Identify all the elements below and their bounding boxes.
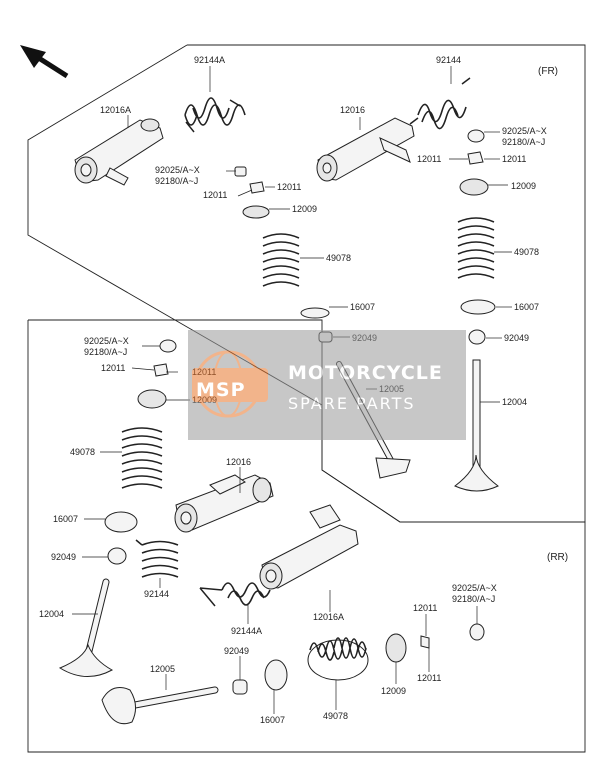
label-16007-rear-left: 16007: [53, 514, 78, 524]
label-49078-rear-bottom: 49078: [323, 711, 348, 721]
label-92049-front-right: 92049: [504, 333, 529, 343]
section-label-front: (FR): [538, 66, 558, 77]
label-92049-rear-bottom: 92049: [224, 646, 249, 656]
label-12016-rear: 12016: [226, 457, 251, 467]
washer-16007-front-right: [460, 299, 496, 315]
adjuster-12011-front-left: [249, 181, 265, 194]
label-49078-front-right: 49078: [514, 247, 539, 257]
valve-spring-49078-rear-bottom: [307, 637, 369, 681]
retainer-12009-rear-left: [137, 389, 167, 409]
label-92180-rear-bottom: 92180/A~J: [452, 594, 495, 604]
valve-12005-rear: [101, 686, 219, 725]
label-92144-front: 92144: [436, 55, 461, 65]
label-92025-rear-left: 92025/A~X: [84, 336, 129, 346]
washer-16007-rear-bottom: [264, 659, 288, 691]
shim-92025-front-right: [467, 129, 485, 143]
valve-12004-front: [454, 359, 499, 492]
section-label-rear: (RR): [547, 552, 568, 563]
retainer-12009-front-left: [242, 205, 270, 219]
label-92144-rear: 92144: [144, 589, 169, 599]
adjuster-12011-rear-left: [153, 363, 169, 377]
label-92180-front-left: 92180/A~J: [155, 176, 198, 186]
label-49078-rear-left: 49078: [70, 447, 95, 457]
label-12004-rear: 12004: [39, 609, 64, 619]
washer-16007-rear-left: [104, 511, 138, 533]
label-12009-rear-bottom: 12009: [381, 686, 406, 696]
shim-92025-rear-left: [159, 339, 177, 353]
label-12009-front-right: 12009: [511, 181, 536, 191]
label-16007-front-left: 16007: [350, 302, 375, 312]
oil-seal-92049-rear-bottom: [232, 679, 248, 695]
label-92144A-rear: 92144A: [231, 626, 262, 636]
spring-92144-front: [409, 77, 471, 130]
label-92025-rear-bottom: 92025/A~X: [452, 583, 497, 593]
label-16007-rear-bottom: 16007: [260, 715, 285, 725]
label-12016A-front: 12016A: [100, 105, 131, 115]
label-92180-front-right: 92180/A~J: [502, 137, 545, 147]
spring-92144A-front: [184, 97, 246, 133]
shim-92025-rear-bottom: [469, 623, 485, 641]
retainer-12009-rear-bottom: [385, 633, 407, 663]
label-92180-rear-left: 92180/A~J: [84, 347, 127, 357]
label-12011-rear-bottom-a: 12011: [413, 603, 437, 613]
label-92025-front-left: 92025/A~X: [155, 165, 200, 175]
valve-spring-49078-rear-left: [121, 427, 163, 489]
watermark-line1: MOTORCYCLE: [288, 362, 443, 384]
rocker-arm-12016A-rear: [259, 504, 359, 590]
label-49078-front-left: 49078: [326, 253, 351, 263]
watermark: MSP MOTORCYCLE SPARE PARTS: [188, 330, 466, 440]
label-92049-rear-left: 92049: [51, 552, 76, 562]
rocker-arm-12016-front: [316, 117, 415, 182]
label-12011-rear-left-a: 12011: [101, 363, 125, 373]
label-12011-front-left-a: 12011: [203, 190, 227, 200]
adjuster-12011-rear-bottom: [420, 635, 430, 649]
watermark-logo-text: MSP: [196, 379, 246, 401]
oil-seal-92049-front-right: [468, 329, 486, 345]
globe-logo-icon: [192, 350, 268, 418]
adjuster-12011-front-right: [467, 151, 484, 165]
watermark-line2: SPARE PARTS: [288, 394, 416, 413]
label-12016-front: 12016: [340, 105, 365, 115]
label-12004-front: 12004: [502, 397, 527, 407]
direction-arrow-icon: [20, 45, 69, 79]
spring-92144A-rear: [199, 582, 271, 607]
label-92025-front-right: 92025/A~X: [502, 126, 547, 136]
label-12011-front-right-a: 12011: [417, 154, 441, 164]
shim-92025-front-left: [234, 166, 247, 177]
label-16007-front-right: 16007: [514, 302, 539, 312]
spring-92144-rear: [135, 539, 179, 578]
label-12011-front-right-b: 12011: [502, 154, 526, 164]
valve-12004-rear: [58, 578, 114, 677]
front-section-frame: [27, 44, 586, 523]
valve-spring-49078-front-left: [262, 233, 300, 287]
label-92144A-front: 92144A: [194, 55, 225, 65]
label-12005-rear: 12005: [150, 664, 175, 674]
valve-spring-49078-front-right: [457, 217, 495, 279]
label-12016A-rear: 12016A: [313, 612, 344, 622]
label-12011-rear-bottom-b: 12011: [417, 673, 441, 683]
label-12011-front-left-b: 12011: [277, 182, 301, 192]
washer-16007-front-left: [300, 307, 330, 319]
retainer-12009-front-right: [459, 178, 489, 196]
rocker-arm-12016-rear: [174, 474, 274, 533]
oil-seal-92049-rear-left: [107, 547, 127, 565]
label-12009-front-left: 12009: [292, 204, 317, 214]
rocker-arm-12016A-front: [74, 118, 164, 186]
